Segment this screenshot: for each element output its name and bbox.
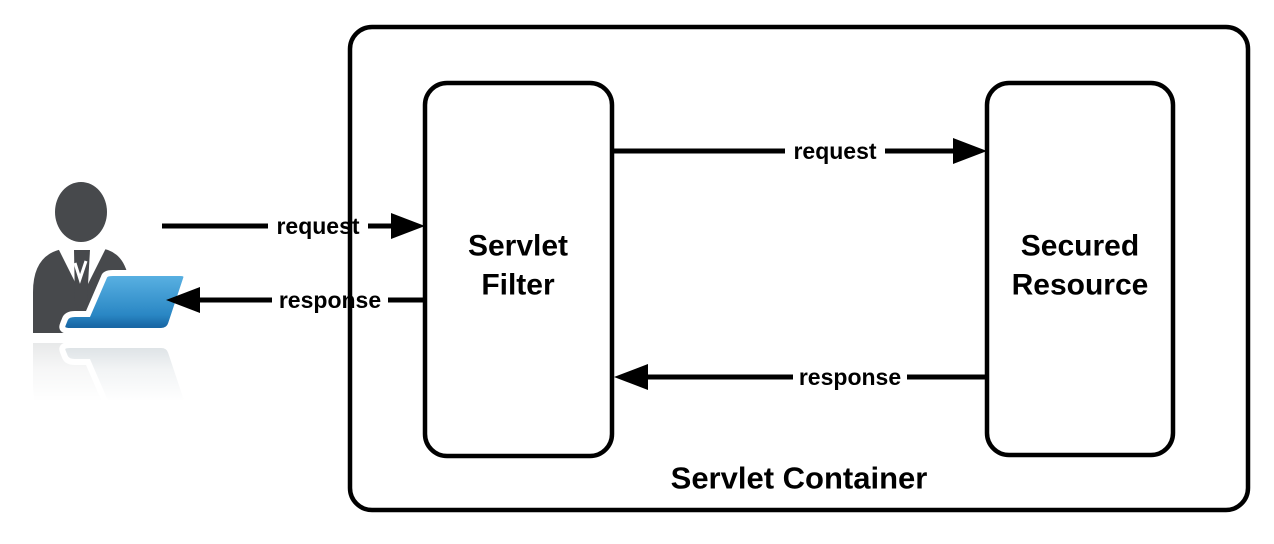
arrow-filter-request-label: request	[793, 138, 876, 164]
servlet-filter-box	[422, 80, 615, 459]
servlet-container-label: Servlet Container	[671, 461, 928, 496]
arrow-filter-request-head	[953, 138, 987, 164]
arrow-client-request-label: request	[276, 213, 359, 239]
arrow-resource-response-head	[614, 364, 648, 390]
person-tie	[74, 250, 90, 318]
arrow-client-response-head	[166, 287, 200, 313]
arrow-resource-response: response	[614, 364, 987, 390]
person-head	[55, 182, 107, 242]
servlet-filter-label-line1: Servlet	[468, 230, 568, 263]
arrow-resource-response-label: response	[799, 364, 901, 390]
secured-resource-label-line2: Resource	[1012, 269, 1149, 302]
arrow-client-response: response	[166, 287, 425, 313]
person-fingers	[73, 260, 88, 284]
user-with-laptop-icon	[10, 182, 225, 446]
laptop	[59, 270, 190, 334]
arrow-client-request: request	[162, 213, 425, 239]
arrow-client-request-head	[391, 213, 425, 239]
secured-resource-label-line1: Secured	[1021, 230, 1139, 263]
secured-resource-box	[984, 80, 1176, 458]
arrow-client-response-label: response	[279, 287, 381, 313]
arrow-filter-request: request	[613, 138, 987, 164]
servlet-filter-label-line2: Filter	[481, 269, 555, 302]
reflection-fade	[10, 336, 225, 446]
